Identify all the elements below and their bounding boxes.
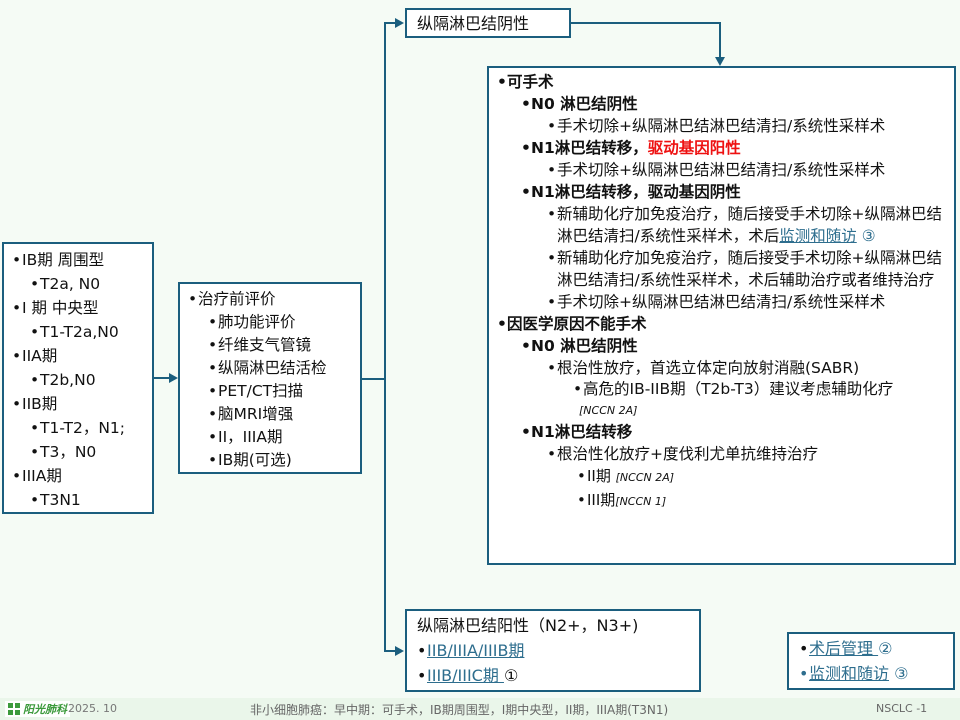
operable-heading: 可手术 — [497, 71, 948, 93]
nccn-citation: [NCCN 2A] — [579, 404, 638, 417]
postop-links-box: 术后管理 ② 监测和随访 ③ — [787, 632, 955, 690]
postop-item: 术后管理 ② — [799, 636, 943, 661]
pos-box-title: 纵隔淋巴结阳性（N2+，N3+) — [417, 616, 639, 635]
stage-sub-item: T3N1 — [22, 488, 148, 512]
eval-item: PET/CT扫描 — [198, 380, 358, 403]
footer-title: 非小细胞肺癌：早中期：可手术，IB期周围型，I期中央型，II期，IIIA期(T3… — [250, 703, 669, 717]
inoperable-n0-item: 根治性放疗，首选立体定向放射消融(SABR) — [507, 357, 948, 379]
ref-marker: ③ — [861, 227, 876, 245]
operable-n1-driver-neg-item: 新辅助化疗加免疫治疗，随后接受手术切除+纵隔淋巴结淋巴结清扫/系统性采样术，术后… — [507, 247, 948, 291]
connector-to-pos — [384, 650, 396, 652]
footer-date: 2025. 10 — [68, 702, 117, 715]
operable-n1-driver-pos-item: 手术切除+纵隔淋巴结淋巴结清扫/系统性采样术 — [507, 159, 948, 181]
stage-sub-item: T2a, N0 — [22, 272, 148, 296]
eval-item: II，IIIA期 — [198, 426, 358, 449]
stage-sub-item: T2b,N0 — [22, 368, 148, 392]
pos-item: IIB/IIIA/IIIB期 — [417, 638, 689, 663]
treatment-box: 可手术 N0 淋巴结阴性 手术切除+纵隔淋巴结淋巴结清扫/系统性采样术 N1淋巴… — [487, 66, 956, 565]
postop-item: 监测和随访 ③ — [799, 661, 943, 686]
stage-sub-item: T1-T2a,N0 — [22, 320, 148, 344]
connector-to-neg — [384, 22, 396, 24]
connector-eval-out — [362, 378, 386, 380]
mediastinal-node-positive-box: 纵隔淋巴结阳性（N2+，N3+) IIB/IIIA/IIIB期 IIIB/III… — [405, 609, 701, 692]
inoperable-n1-heading: N1淋巴结转移 — [507, 421, 948, 443]
stage-item: IB期 周围型 — [12, 248, 148, 272]
inoperable-heading: 因医学原因不能手术 — [497, 313, 948, 335]
nccn-citation: [NCCN 1] — [615, 495, 667, 508]
mediastinal-node-negative-box: 纵隔淋巴结阴性 — [405, 8, 571, 38]
inoperable-n0-sub-item: 高危的IB-IIB期（T2b-T3）建议考虑辅助化疗[NCCN 2A] — [507, 379, 948, 421]
page-number: NSCLC -1 — [876, 702, 928, 715]
connector-neg-to-main-v — [719, 22, 721, 58]
operable-n1-driver-neg-heading: N1淋巴结转移，驱动基因阴性 — [507, 181, 948, 203]
stage-item: IIA期 — [12, 344, 148, 368]
eval-item: 纤维支气管镜 — [198, 334, 358, 357]
ref-marker: ② — [878, 639, 893, 658]
arrow-right-icon — [395, 18, 404, 28]
postop-management-link[interactable]: 术后管理 — [809, 639, 879, 658]
pos-item: IIIB/IIIC期 ① — [417, 663, 689, 688]
stage-iiib-iiic-link[interactable]: IIIB/IIIC期 — [427, 666, 504, 685]
stage-box: IB期 周围型 T2a, N0 I 期 中央型 T1-T2a,N0 IIA期 T… — [2, 242, 154, 514]
logo: 阳光肺科 — [5, 701, 70, 717]
operable-n1-driver-neg-item: 新辅助化疗加免疫治疗，随后接受手术切除+纵隔淋巴结淋巴结清扫/系统性采样术，术后… — [507, 203, 948, 247]
connector-neg-to-main-h — [571, 22, 721, 24]
neg-box-label: 纵隔淋巴结阴性 — [417, 14, 530, 33]
operable-n0-heading: N0 淋巴结阴性 — [507, 93, 948, 115]
inoperable-n1-item: 根治性化放疗+度伐利尤单抗维持治疗 — [507, 443, 948, 465]
stage-iib-iiia-iiib-link[interactable]: IIB/IIIA/IIIB期 — [427, 641, 525, 660]
stage-sub-item: T3，N0 — [22, 440, 148, 464]
stage-item: IIB期 — [12, 392, 148, 416]
monitoring-followup-link[interactable]: 监测和随访 — [779, 227, 857, 245]
monitoring-followup-link[interactable]: 监测和随访 — [809, 664, 890, 683]
operable-n1-driver-neg-item: 手术切除+纵隔淋巴结淋巴结清扫/系统性采样术 — [507, 291, 948, 313]
inoperable-n1-sub-item: III期[NCCN 1] — [507, 489, 948, 513]
arrow-down-icon — [715, 57, 725, 66]
eval-title: 治疗前评价 — [188, 288, 358, 311]
connector-vertical-trunk — [384, 22, 386, 652]
stage-item: I 期 中央型 — [12, 296, 148, 320]
eval-item: 脑MRI增强 — [198, 403, 358, 426]
connector-stage-to-eval — [154, 377, 170, 379]
inoperable-n0-heading: N0 淋巴结阴性 — [507, 335, 948, 357]
eval-item: 纵隔淋巴结活检 — [198, 357, 358, 380]
eval-item: 肺功能评价 — [198, 311, 358, 334]
operable-n0-item: 手术切除+纵隔淋巴结淋巴结清扫/系统性采样术 — [507, 115, 948, 137]
arrow-right-icon — [395, 646, 404, 656]
driver-positive-highlight: 驱动基因阳性 — [647, 139, 741, 157]
ref-marker: ① — [503, 666, 519, 685]
eval-item: IB期(可选) — [198, 449, 358, 472]
arrow-right-icon — [169, 373, 178, 383]
ref-marker: ③ — [889, 664, 909, 683]
inoperable-n1-sub-item: II期 [NCCN 2A] — [507, 465, 948, 489]
nccn-citation: [NCCN 2A] — [615, 471, 675, 484]
stage-item: IIIA期 — [12, 464, 148, 488]
stage-sub-item: T1-T2，N1; — [22, 416, 148, 440]
footer: 阳光肺科 2025. 10 非小细胞肺癌：早中期：可手术，IB期周围型，I期中央… — [0, 698, 960, 720]
operable-n1-driver-pos-heading: N1淋巴结转移，驱动基因阳性 — [507, 137, 948, 159]
logo-text: 阳光肺科 — [23, 703, 67, 716]
logo-grid-icon — [8, 703, 20, 715]
pretreatment-eval-box: 治疗前评价 肺功能评价 纤维支气管镜 纵隔淋巴结活检 PET/CT扫描 脑MRI… — [178, 282, 362, 474]
